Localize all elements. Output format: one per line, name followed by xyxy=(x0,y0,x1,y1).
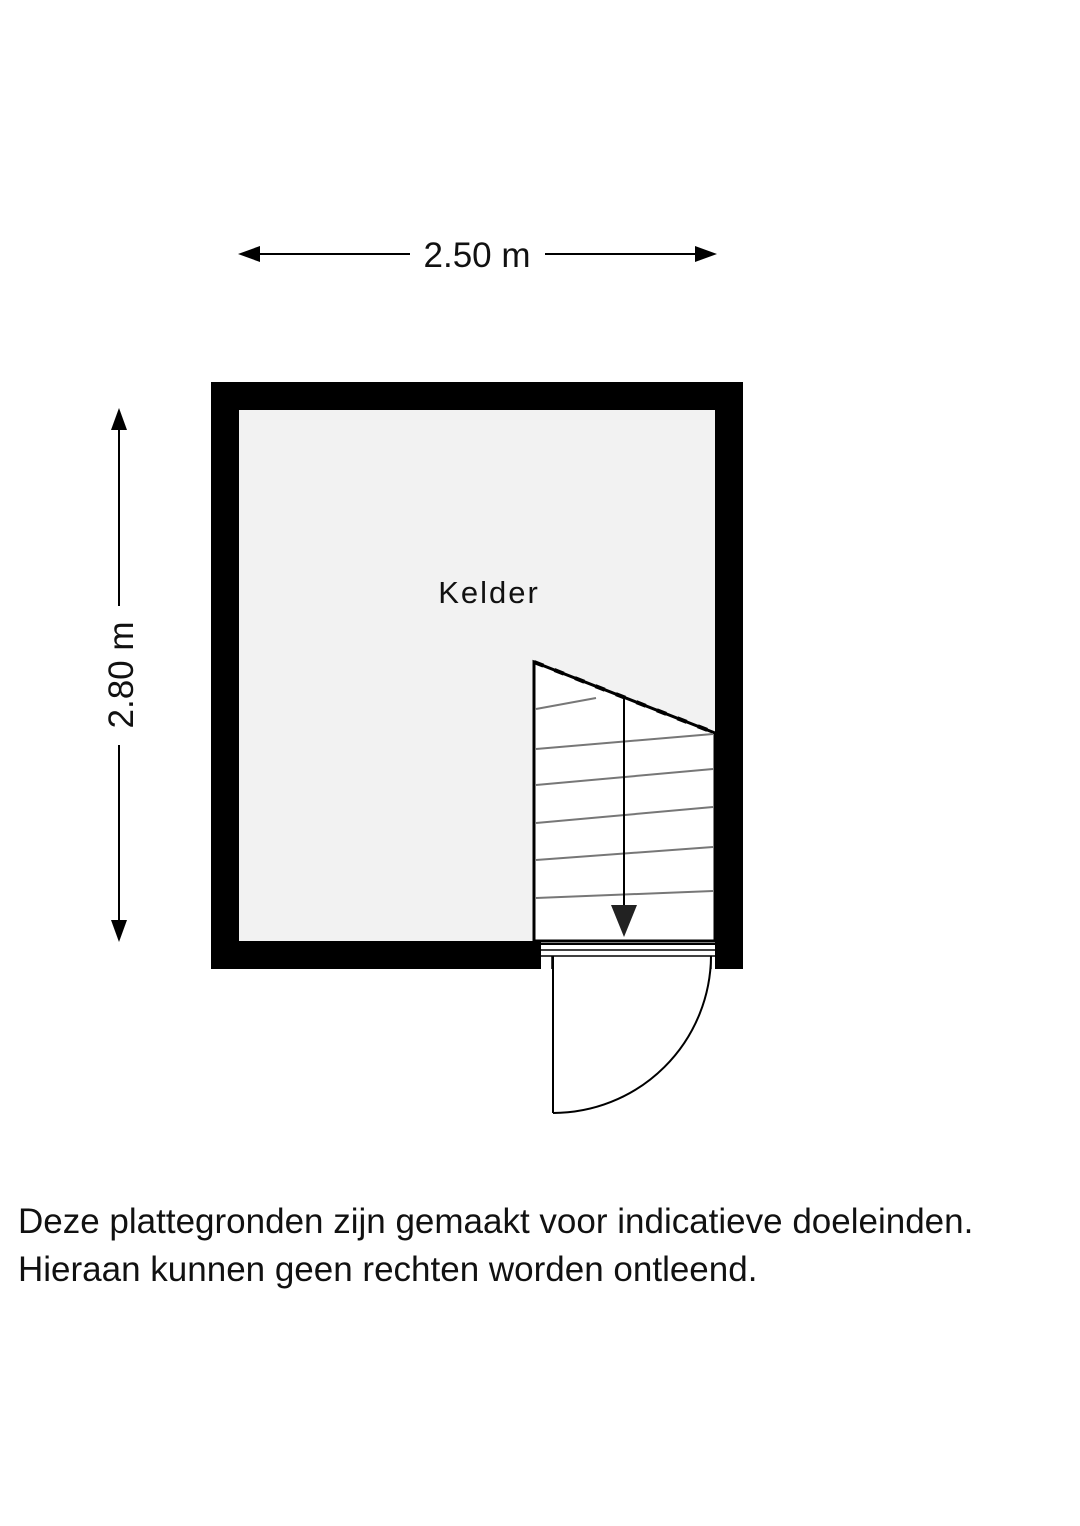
stair-tread xyxy=(535,697,597,710)
height-arrow-down-icon xyxy=(111,920,127,942)
disclaimer-line-2: Hieraan kunnen geen rechten worden ontle… xyxy=(18,1250,758,1289)
door-swing-arc xyxy=(552,955,712,1114)
door xyxy=(539,941,724,1114)
height-arrow-up-icon xyxy=(111,408,127,430)
wall-left xyxy=(211,382,239,969)
width-arrow-left-icon xyxy=(238,246,260,262)
stair-direction-arrow-icon xyxy=(611,905,637,937)
disclaimer-line-1: Deze plattegronden zijn gemaakt voor ind… xyxy=(18,1202,974,1241)
wall-top xyxy=(211,382,743,410)
disclaimer-text: Deze plattegronden zijn gemaakt voor ind… xyxy=(18,1198,1078,1294)
walls xyxy=(211,382,743,969)
height-dimension-label: 2.80 m xyxy=(102,622,141,729)
width-dimension: 2.50 m xyxy=(238,236,717,275)
wall-bottom-right-stub xyxy=(724,941,743,969)
wall-bottom-left xyxy=(211,941,539,969)
room-label-kelder: Kelder xyxy=(438,575,540,610)
staircase-slope-dashed xyxy=(533,660,716,735)
height-dimension: 2.80 m xyxy=(102,408,141,942)
width-dimension-label: 2.50 m xyxy=(424,236,531,275)
staircase xyxy=(532,659,717,943)
wall-right xyxy=(715,382,743,969)
width-arrow-right-icon xyxy=(695,246,717,262)
